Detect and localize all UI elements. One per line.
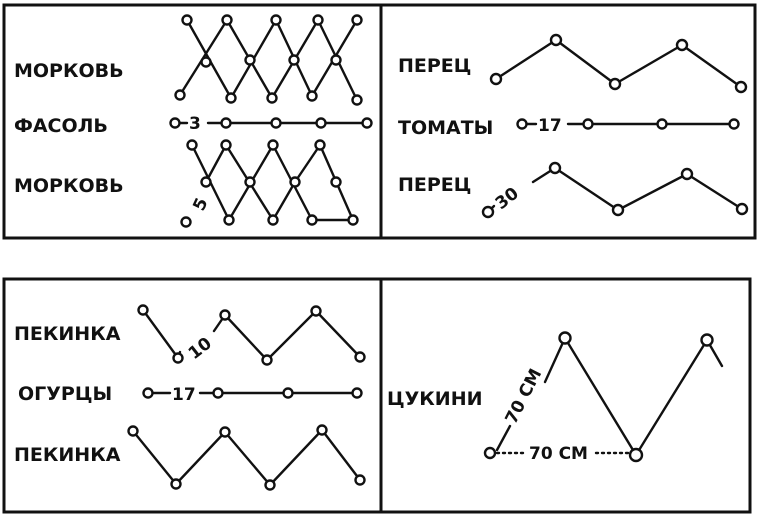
row-label-napa-top: ПЕКИНКА <box>14 323 121 345</box>
carrot-spacing-label: 5 <box>189 195 212 214</box>
row-label-carrot-top: МОРКОВЬ <box>14 60 124 82</box>
tomatoes-spacing-label: 17 <box>538 116 562 136</box>
pepper-zigzag-bottom: 30 <box>481 161 749 219</box>
beans-row: 3 <box>169 114 373 134</box>
carrot-lattice-bottom: 5 <box>180 139 359 228</box>
row-label-beans: ФАСОЛЬ <box>14 115 108 137</box>
row-label-tomatoes: ТОМАТЫ <box>398 117 493 139</box>
napa-spacing-label: 10 <box>185 334 216 364</box>
row-label-zucchini: ЦУКИНИ <box>387 388 483 410</box>
zucchini-scheme: 70 СМ 70 СМ <box>483 331 724 464</box>
panel-bottom-right: ЦУКИНИ 70 СМ 70 СМ <box>387 331 724 464</box>
napa-zigzag-bottom <box>127 424 366 491</box>
pepper-spacing-label: 30 <box>492 184 523 214</box>
row-label-pepper-bottom: ПЕРЕЦ <box>398 174 471 196</box>
pepper-zigzag-top <box>489 33 748 94</box>
carrot-lattice-top <box>174 14 363 106</box>
tomatoes-row: 17 <box>516 116 740 136</box>
cucumbers-spacing-label: 17 <box>172 385 196 405</box>
napa-zigzag-top: 10 <box>137 304 366 366</box>
row-label-napa-bottom: ПЕКИНКА <box>14 444 121 466</box>
panel-frame-bottom-right <box>379 277 752 514</box>
panel-top-left: МОРКОВЬ ФАСОЛЬ МОРКОВЬ 3 <box>14 14 373 228</box>
zucchini-diag-spacing-label: 70 СМ <box>502 366 547 428</box>
beans-spacing-label: 3 <box>189 114 201 134</box>
row-label-pepper-top: ПЕРЕЦ <box>398 55 471 77</box>
panel-frame-top-right <box>379 3 757 240</box>
panel-top-right: ПЕРЕЦ ТОМАТЫ ПЕРЕЦ 17 30 <box>398 33 749 219</box>
panel-bottom-left: ПЕКИНКА ОГУРЦЫ ПЕКИНКА 10 17 <box>14 304 366 491</box>
zucchini-row-spacing-label: 70 СМ <box>529 444 588 464</box>
row-label-carrot-bottom: МОРКОВЬ <box>14 175 124 197</box>
row-label-cucumbers: ОГУРЦЫ <box>18 383 112 405</box>
cucumbers-row: 17 <box>142 385 363 405</box>
